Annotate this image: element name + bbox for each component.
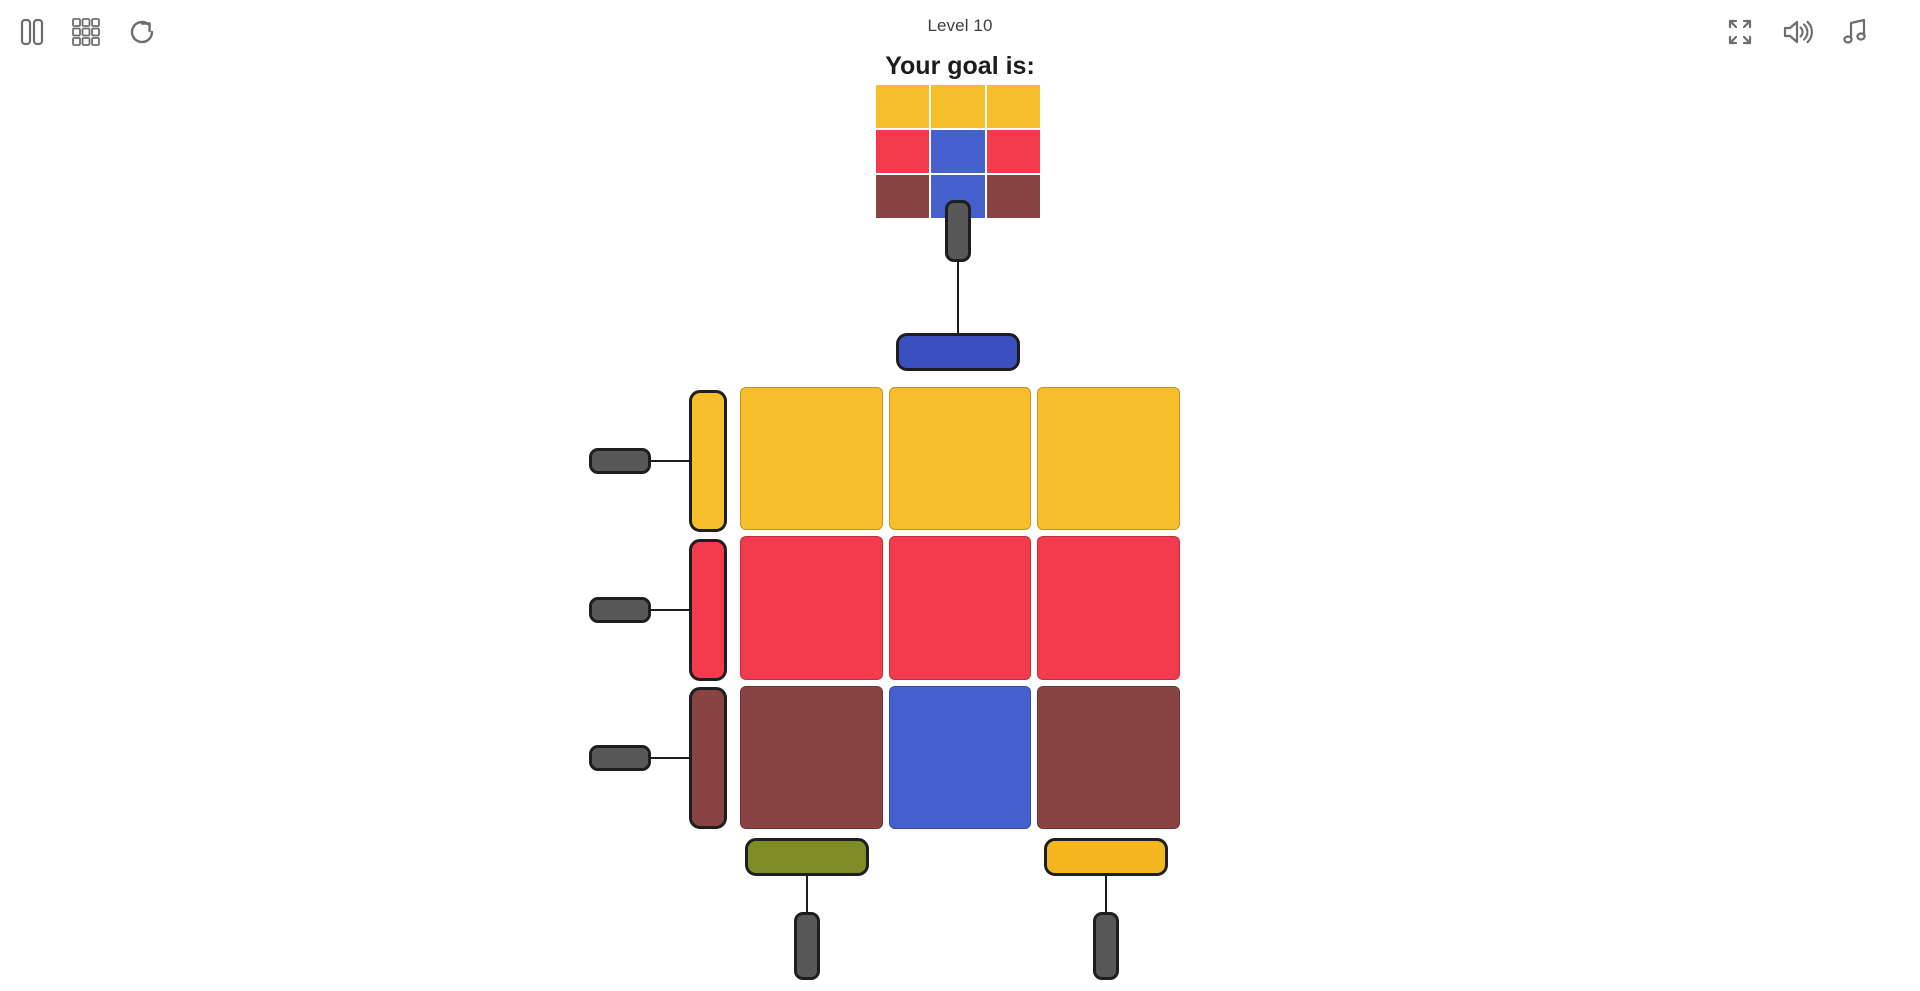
play-cell[interactable] <box>740 536 883 680</box>
goal-cell <box>986 175 1040 218</box>
play-cell[interactable] <box>740 387 883 531</box>
goal-wire <box>957 259 959 335</box>
goal-cell <box>931 130 985 173</box>
goal-grid <box>876 85 1040 218</box>
goal-cell <box>876 130 930 173</box>
goal-cell <box>876 85 930 128</box>
goal-label: Your goal is: <box>885 52 1035 80</box>
row-1-wire <box>649 460 693 462</box>
column-1-switch[interactable] <box>745 838 869 876</box>
column-1-plug-handle[interactable] <box>794 912 820 980</box>
goal-cell <box>986 130 1040 173</box>
grid-icon[interactable] <box>64 10 108 54</box>
goal-blue-switch[interactable] <box>896 333 1020 371</box>
goal-plug-handle[interactable] <box>945 200 971 262</box>
pause-icon[interactable] <box>10 10 54 54</box>
fullscreen-icon[interactable] <box>1718 10 1762 54</box>
restart-icon[interactable] <box>120 10 164 54</box>
goal-cell <box>931 85 985 128</box>
row-2-switch[interactable] <box>689 539 727 681</box>
play-cell[interactable] <box>1037 685 1180 829</box>
top-toolbar: Level 10 <box>0 0 1920 64</box>
play-cell[interactable] <box>740 685 883 829</box>
column-3-wire <box>1105 875 1107 914</box>
row-3-plug-handle[interactable] <box>589 745 651 771</box>
play-cell[interactable] <box>888 685 1032 829</box>
row-1-switch[interactable] <box>689 390 727 532</box>
play-cell[interactable] <box>888 536 1032 680</box>
row-3-wire <box>649 757 693 759</box>
play-cell[interactable] <box>888 387 1032 531</box>
row-2-wire <box>649 609 693 611</box>
sound-icon[interactable] <box>1775 10 1819 54</box>
play-grid <box>740 387 1180 829</box>
row-3-switch[interactable] <box>689 687 727 829</box>
row-2-plug-handle[interactable] <box>589 597 651 623</box>
goal-cell <box>986 85 1040 128</box>
row-1-plug-handle[interactable] <box>589 448 651 474</box>
play-cell[interactable] <box>1037 536 1180 680</box>
play-cell[interactable] <box>1037 387 1180 531</box>
column-3-plug-handle[interactable] <box>1093 912 1119 980</box>
goal-cell <box>876 175 930 218</box>
music-icon[interactable] <box>1833 10 1877 54</box>
column-1-wire <box>806 875 808 914</box>
column-3-switch[interactable] <box>1044 838 1168 876</box>
page-title: Level 10 <box>927 16 993 35</box>
